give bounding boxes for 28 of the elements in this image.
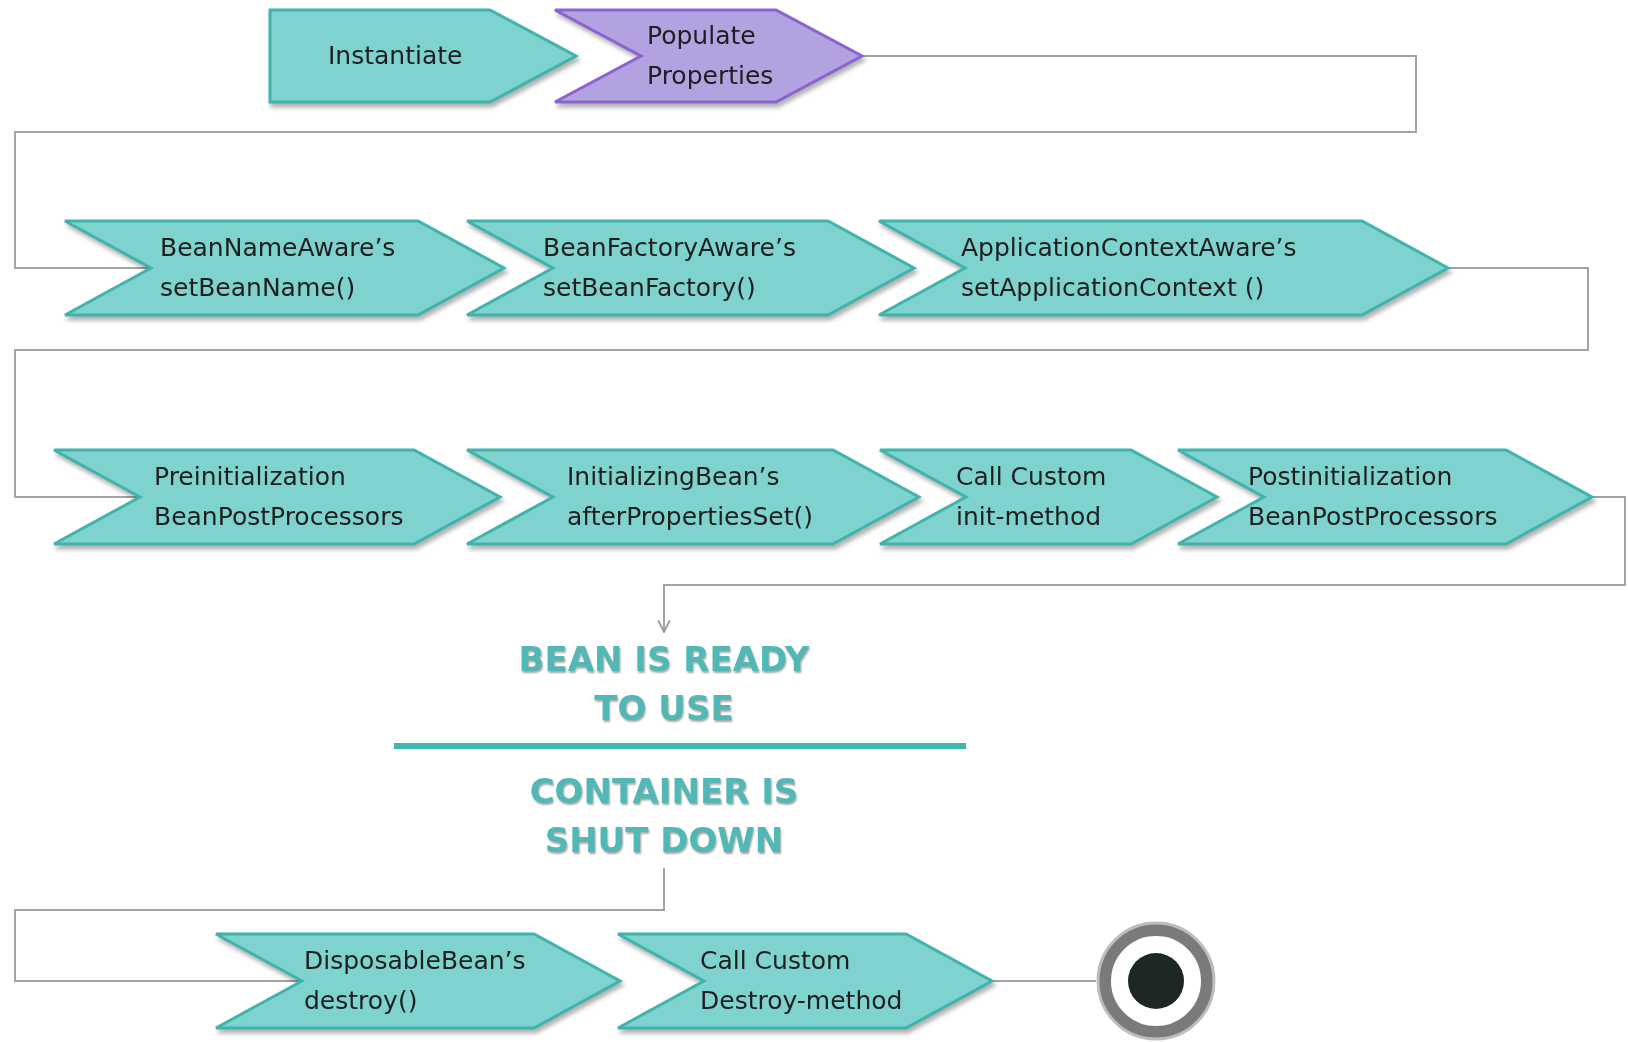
chevron-step xyxy=(467,221,914,315)
connector-line xyxy=(14,267,1589,498)
process-arrow xyxy=(270,10,576,102)
step-label: Instantiate xyxy=(328,40,463,72)
step-label: Preinitialization BeanPostProcessors xyxy=(154,461,405,533)
step-label: Postinitialization BeanPostProcessors xyxy=(1248,461,1499,533)
chevron-step xyxy=(54,450,500,544)
step-label: Populate Properties xyxy=(647,20,775,92)
stage-heading: BEAN IS READY TO USE xyxy=(517,637,811,730)
step-label: BeanNameAware’s setBeanName() xyxy=(160,232,397,304)
step-label: ApplicationContextAware’s setApplicationContext () xyxy=(961,232,1298,304)
arrow xyxy=(657,496,1626,633)
chevron-step xyxy=(65,221,504,315)
chevron-step xyxy=(467,450,919,544)
step-label: BeanFactoryAware’s setBeanFactory() xyxy=(543,232,797,304)
step-label: DisposableBean’s destroy() xyxy=(304,945,527,1017)
chevron-step xyxy=(1178,450,1592,544)
step-label: Call Custom init-method xyxy=(956,461,1108,533)
connector-line xyxy=(14,55,1417,269)
chevron-step xyxy=(880,450,1217,544)
chevron-step xyxy=(216,934,620,1028)
connector-line xyxy=(991,980,1097,982)
step-label: Call Custom Destroy-method xyxy=(700,945,904,1017)
chevron-step xyxy=(555,10,862,102)
stage-heading: CONTAINER IS SHUT DOWN xyxy=(528,769,800,862)
chevron-step xyxy=(618,934,992,1028)
step-label: InitializingBean’s afterPropertiesSet() xyxy=(567,461,815,533)
chevron-step xyxy=(879,221,1448,315)
